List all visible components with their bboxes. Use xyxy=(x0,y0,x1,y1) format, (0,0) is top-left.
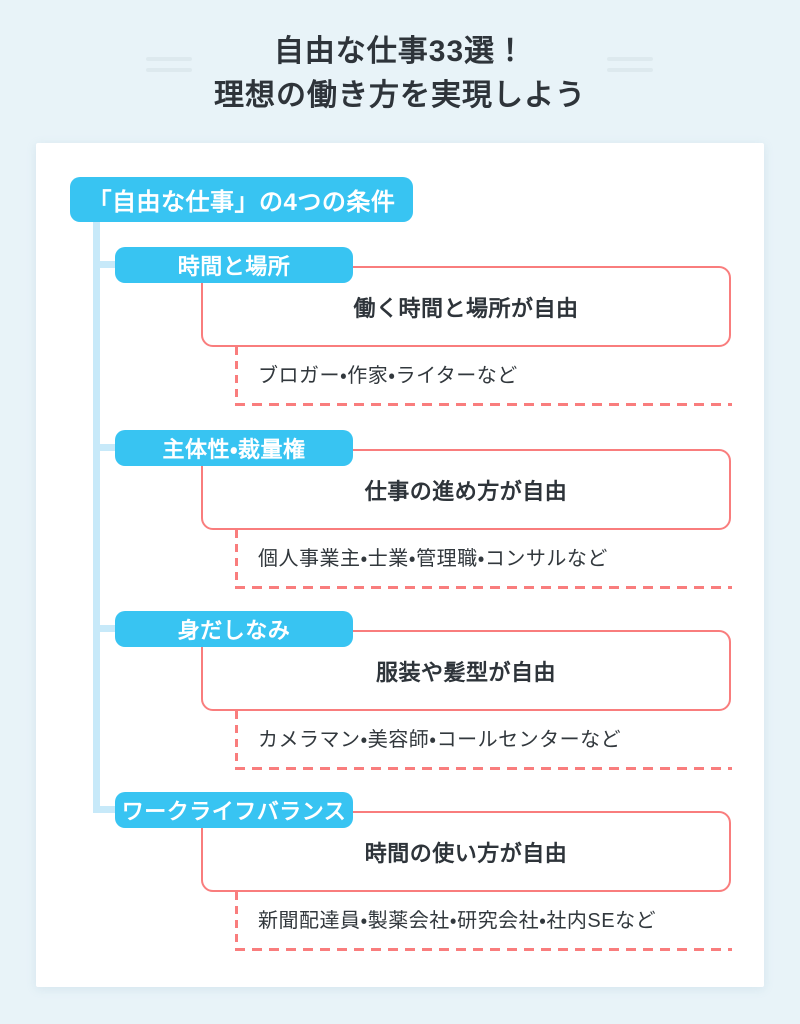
dashed-connector-vertical xyxy=(235,892,238,951)
branch-autonomy: 主体性・裁量権 仕事の進め方が自由 個人事業主・士業・管理職・コンサルなど xyxy=(36,430,764,590)
dashed-underline xyxy=(235,948,732,951)
decoration-bar xyxy=(146,57,192,61)
decoration-bar xyxy=(146,68,192,72)
branch-label: 主体性・裁量権 xyxy=(162,437,306,462)
dashed-connector-vertical xyxy=(235,711,238,770)
feature-text: 服装や髪型が自由 xyxy=(375,659,556,685)
branch-label: 身だしなみ xyxy=(177,618,291,643)
branch-time-place: 時間と場所 働く時間と場所が自由 ブロガー・作家・ライターなど xyxy=(36,247,764,407)
decoration-bar xyxy=(607,57,653,61)
branch-label-pill: 身だしなみ xyxy=(115,611,353,647)
branch-label-pill: ワークライフバランス xyxy=(115,792,353,828)
dashed-connector-vertical xyxy=(235,347,238,406)
example-box: 新聞配達員・製薬会社・研究会社・社内SEなど xyxy=(235,892,732,951)
root-condition-label: 「自由な仕事」の4つの条件 xyxy=(87,189,396,216)
feature-text: 時間の使い方が自由 xyxy=(364,840,568,866)
decoration-bar xyxy=(607,68,653,72)
branch-label-pill: 時間と場所 xyxy=(115,247,353,283)
dashed-underline xyxy=(235,403,732,406)
branch-connector xyxy=(93,444,121,451)
example-text: カメラマン・美容師・コールセンターなど xyxy=(258,729,622,751)
example-box: ブロガー・作家・ライターなど xyxy=(235,347,732,406)
feature-box: 仕事の進め方が自由 xyxy=(201,449,731,530)
dashed-underline xyxy=(235,767,732,770)
page-title-line-1: 自由な仕事33選！ xyxy=(273,35,527,68)
root-condition-badge: 「自由な仕事」の4つの条件 xyxy=(70,177,413,222)
page-title-line-2: 理想の働き方を実現しよう xyxy=(214,79,586,112)
example-text: 個人事業主・士業・管理職・コンサルなど xyxy=(258,548,608,570)
feature-text: 仕事の進め方が自由 xyxy=(364,478,568,504)
feature-text: 働く時間と場所が自由 xyxy=(353,295,579,321)
page-title: 自由な仕事33選！ 理想の働き方を実現しよう xyxy=(0,30,800,118)
branch-connector xyxy=(93,806,121,813)
branch-connector xyxy=(93,261,121,268)
example-text: 新聞配達員・製薬会社・研究会社・社内SEなど xyxy=(258,910,657,932)
decoration-lines-left xyxy=(146,57,192,72)
branch-label: ワークライフバランス xyxy=(121,799,347,824)
dashed-underline xyxy=(235,586,732,589)
branch-connector xyxy=(93,625,121,632)
branch-label-pill: 主体性・裁量権 xyxy=(115,430,353,466)
branch-appearance: 身だしなみ 服装や髪型が自由 カメラマン・美容師・コールセンターなど xyxy=(36,611,764,771)
diagram-card: 「自由な仕事」の4つの条件 時間と場所 働く時間と場所が自由 ブロガー・作家・ラ… xyxy=(36,143,764,987)
dashed-connector-vertical xyxy=(235,530,238,589)
branch-label: 時間と場所 xyxy=(177,254,291,279)
example-box: カメラマン・美容師・コールセンターなど xyxy=(235,711,732,770)
example-text: ブロガー・作家・ライターなど xyxy=(258,365,518,387)
example-box: 個人事業主・士業・管理職・コンサルなど xyxy=(235,530,732,589)
trunk-connector xyxy=(93,222,100,812)
decoration-lines-right xyxy=(607,57,653,72)
branch-work-life-balance: ワークライフバランス 時間の使い方が自由 新聞配達員・製薬会社・研究会社・社内S… xyxy=(36,792,764,952)
